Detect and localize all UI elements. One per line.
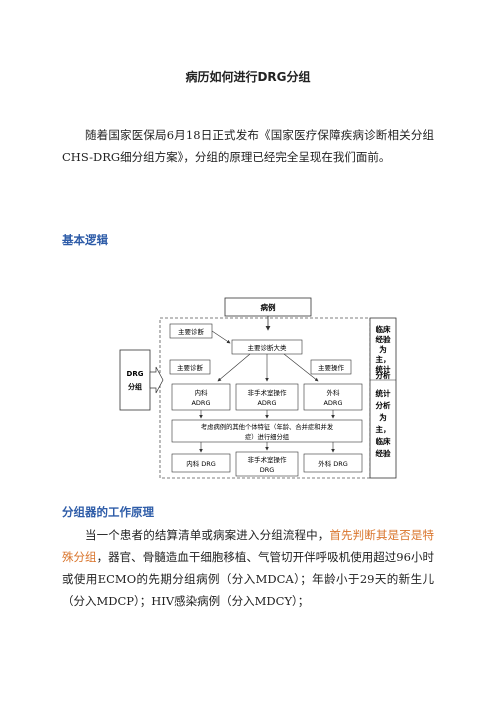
adrg-medical-line2: ADRG	[191, 399, 210, 407]
side-top-6: 分析	[376, 370, 391, 380]
section-heading-grouper-principle: 分组器的工作原理	[62, 505, 154, 519]
drg-grouping-box	[119, 349, 151, 411]
side-bottom-6: 经验	[376, 448, 391, 458]
side-bottom-3: 为	[379, 412, 387, 422]
consider-line2: 症）进行细分组	[245, 432, 290, 441]
side-panel	[369, 317, 397, 479]
adrg-medical-line1: 内科	[195, 388, 209, 397]
side-bottom-1: 统计	[376, 388, 391, 398]
adrg-surgical-line1: 外科	[327, 388, 341, 397]
drg-nonor-box	[235, 451, 299, 477]
side-bottom-4: 主，	[376, 424, 391, 434]
drg-box-line1: DRG	[127, 370, 144, 378]
main-diagnosis-left: 主要诊断	[177, 363, 204, 372]
drg-medical-box	[171, 453, 231, 473]
drg-surgical: 外科 DRG	[318, 459, 348, 468]
consider-line1: 考虑病例的其他个体特征（年龄、合并症和并发	[201, 422, 334, 431]
intro-paragraph: 随着国家医保局6月18日正式发布《国家医疗保障疾病诊断相关分组CHS-DRG细分…	[62, 128, 434, 164]
para2-part2: ，器官、骨髓造血干细胞移植、气管切开伴呼吸机使用超过96小时或使用ECMO的先期…	[62, 550, 434, 608]
main-operation: 主要操作	[318, 363, 345, 372]
adrg-nonor-line2: ADRG	[257, 399, 276, 407]
side-bottom-5: 临床	[376, 436, 391, 446]
side-top-4: 主，	[376, 354, 391, 364]
drg-surgical-box	[303, 453, 363, 473]
adrg-nonor-line1: 非手术室操作	[248, 388, 288, 397]
drg-box-line2: 分组	[128, 382, 142, 391]
adrg-surgical-line2: ADRG	[323, 399, 342, 407]
case-label: 病例	[261, 302, 276, 312]
drg-nonor-line2: DRG	[260, 466, 275, 474]
side-top-1: 临床	[376, 324, 391, 334]
side-top-5: 统计	[376, 364, 391, 374]
main-operation-box	[310, 359, 352, 375]
main-diagnosis-top: 主要诊断	[178, 327, 205, 336]
grouper-paragraph: 当一个患者的结算清单或病案进入分组流程中，首先判断其是否是特殊分组，器官、骨髓造…	[62, 524, 434, 612]
side-top-3: 为	[379, 344, 387, 354]
main-diagnosis-left-box	[169, 359, 211, 375]
drg-nonor-line1: 非手术室操作	[248, 455, 288, 464]
para2-part1: 当一个患者的结算清单或病案进入分组流程中，	[85, 528, 330, 542]
drg-arrow-shape	[149, 366, 164, 394]
drg-medical: 内科 DRG	[186, 459, 216, 468]
side-top-2: 经验	[376, 334, 391, 344]
side-bottom-2: 分析	[376, 400, 391, 410]
section-heading-basic-logic: 基本逻辑	[62, 233, 108, 247]
mdc-label: 主要诊断大类	[248, 343, 288, 352]
para2-highlight: 首先判断其是否是特殊分组	[62, 528, 435, 564]
page-title: 病历如何进行DRG分组	[185, 70, 311, 84]
adrg-surgical-box	[303, 383, 363, 411]
